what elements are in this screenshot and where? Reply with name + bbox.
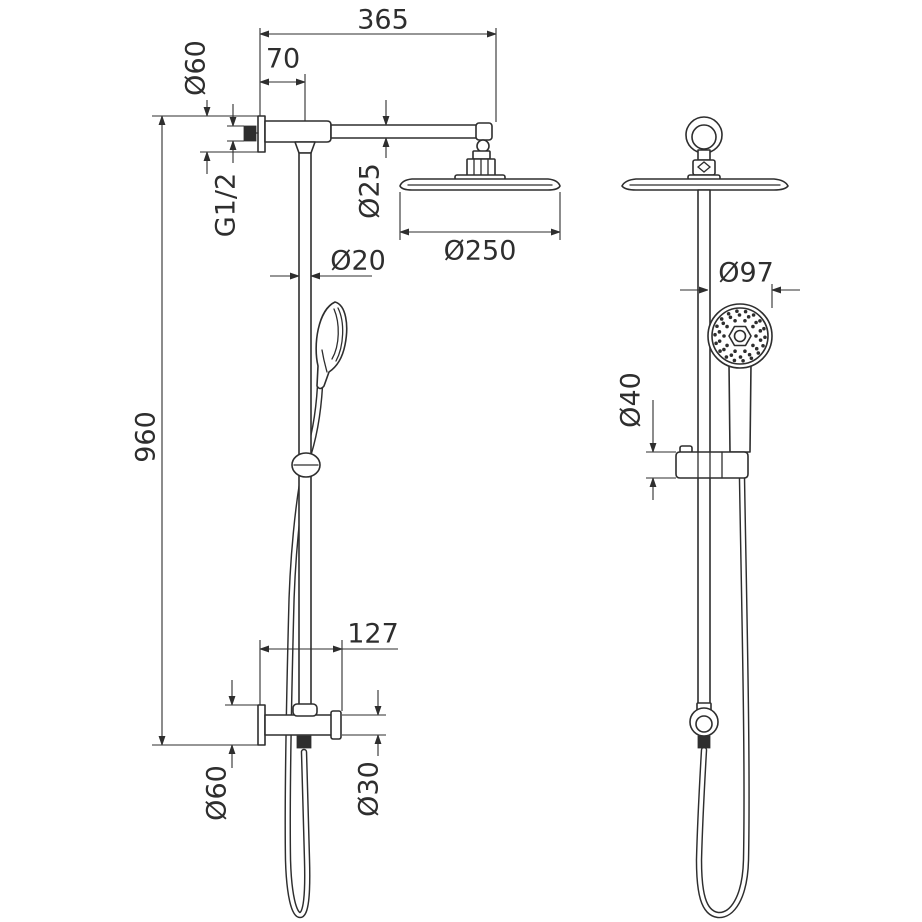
spray-nozzle [717,339,722,343]
spray-nozzle [725,343,729,348]
dim-inlet-thread-label: G1/2 [211,173,242,237]
spray-nozzle [751,343,755,348]
spray-nozzle [754,334,758,338]
spray-nozzle [747,352,752,357]
dim-inlet-thread: G1/2 [211,104,244,237]
mixer-end-cap [330,710,342,740]
spray-nozzle [735,309,739,313]
spray-nozzle [729,353,734,357]
spray-nozzle [714,341,718,346]
dim-arm-offset: 70 [260,44,306,121]
spray-nozzle [713,332,717,337]
arm-connector-front [697,149,711,161]
dim-overall-width: 365 [259,5,497,122]
shower-arm [330,124,478,139]
hose-front [695,474,750,919]
spray-nozzle [751,313,756,317]
side-view [243,115,561,919]
dim-hand-shower-diameter-label: Ø97 [718,258,774,289]
front-view [621,116,789,919]
spray-nozzle [728,315,733,320]
hand-shower-front [707,303,773,369]
spray-nozzle [754,320,758,325]
spray-nozzle [722,347,726,352]
front-view-dimensions: Ø97 Ø40 [616,258,800,500]
spray-nozzle [726,311,731,316]
bottom-mixer-side [257,703,342,749]
spray-nozzle [749,356,754,361]
dim-top-flange: Ø60 [181,40,258,174]
slider-front [675,445,749,479]
mixer-body [264,714,336,736]
bottom-elbow-front [689,702,719,749]
spray-nozzle [741,359,745,363]
spray-nozzle [743,318,747,323]
hand-shower-side [315,301,348,390]
riser-rail-front [697,189,711,708]
dim-slider-height: Ø40 [616,372,676,500]
riser-rail [298,152,312,706]
spray-nozzle [733,318,737,323]
dim-arm-diameter: Ø25 [355,100,387,219]
spray-nozzle [725,324,729,329]
dim-hand-shower-diameter: Ø97 [680,258,800,308]
spray-nozzle [763,335,767,340]
head-collar [472,150,491,160]
spray-nozzle [717,330,722,334]
spray-nozzle [721,321,726,326]
riser-junction [294,141,316,154]
dim-arm-diameter-label: Ø25 [355,163,386,219]
spray-nozzle [758,319,762,323]
dim-mixer-diameter: Ø30 [342,690,386,817]
dim-riser-diameter: Ø20 [270,246,386,277]
spray-nozzles [713,309,767,363]
dim-mixer-projection-label: 127 [347,619,399,650]
spray-nozzle [754,346,759,351]
spray-nozzle [761,343,765,348]
dim-slider-height-label: Ø40 [616,372,647,428]
spray-nozzle [743,309,748,314]
spray-nozzle [733,349,737,354]
hand-shower-handle [728,363,752,453]
spray-nozzle [751,324,755,329]
hose-outlet-nut [296,735,312,749]
dim-top-flange-label: Ø60 [181,40,212,96]
spray-nozzle [715,324,719,329]
slider-side [291,452,321,478]
spray-nozzle [719,317,724,321]
arm-connector [264,120,332,143]
dim-overall-width-label: 365 [357,5,409,36]
dim-bottom-flange-label: Ø60 [202,765,233,821]
spray-nozzle [738,355,743,359]
mixer-knob [292,703,318,717]
dim-overall-height: 960 [131,115,262,746]
spray-nozzle [746,315,751,319]
spray-nozzle [762,326,766,331]
dim-head-diameter: Ø250 [399,192,561,267]
spray-nozzle [724,355,729,359]
dim-head-diameter-label: Ø250 [444,236,517,267]
bottom-wall-flange [257,704,266,746]
dim-arm-offset-label: 70 [266,44,300,75]
spray-nozzle [743,349,747,354]
hose-outlet-front [697,735,711,749]
arm-end-cap [475,122,493,141]
dim-mixer-diameter-label: Ø30 [354,761,385,817]
spray-nozzle [737,313,742,317]
spray-nozzle [758,338,763,342]
dim-mixer-projection: 127 [259,619,399,711]
spray-nozzle [732,358,737,363]
spray-nozzle [758,329,763,333]
spray-nozzle [722,334,726,338]
dim-bottom-flange: Ø60 [202,680,258,821]
spray-nozzle [718,349,722,353]
inlet-thread [243,125,257,142]
dim-riser-diameter-label: Ø20 [330,246,386,277]
spray-nozzle [756,351,761,355]
dim-overall-height-label: 960 [131,411,162,463]
side-view-dimensions: 365 70 Ø60 G1/2 Ø25 [131,5,561,821]
top-wall-flange [257,115,266,153]
